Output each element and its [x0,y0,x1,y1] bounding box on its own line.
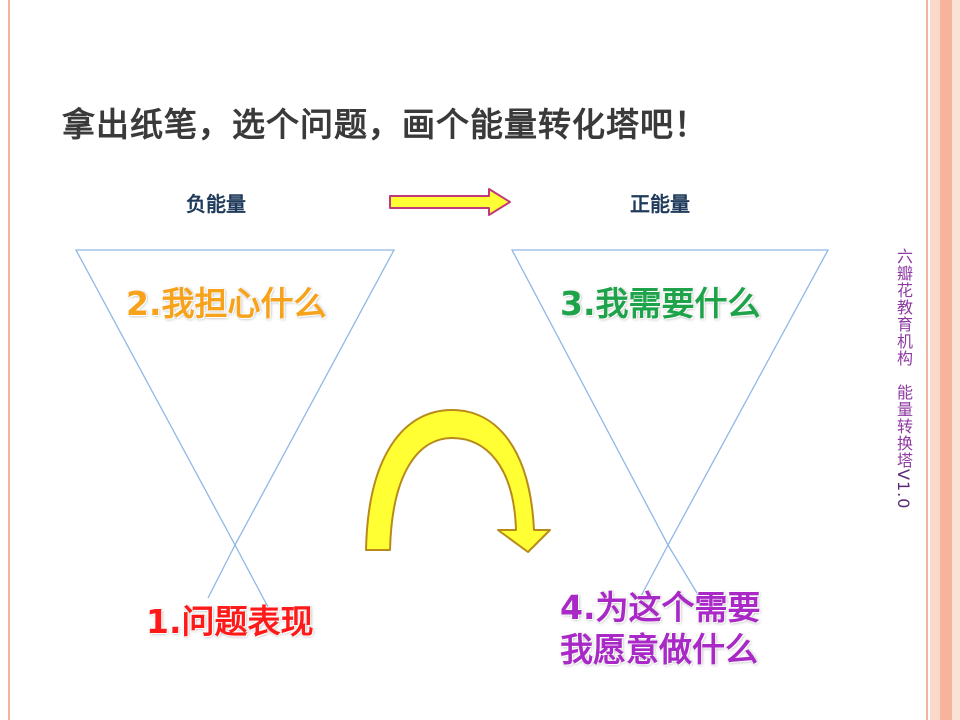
positive-triangle [510,249,830,547]
side-caption-main: 六瓣花教育机构 能量转换塔 [894,248,913,469]
step-4-action-line1: 4.为这个需要 [560,588,761,627]
step-3-need: 3.我需要什么 [560,284,761,323]
right-stripe-light [930,0,940,720]
negative-lower-line-a [234,544,269,608]
positive-lower-line-b [639,544,669,599]
negative-lower-line-b [207,544,236,599]
left-frame-line [8,0,10,720]
positive-energy-label: 正能量 [630,192,690,216]
step-2-worry: 2.我担心什么 [126,284,327,323]
side-caption-version: V1.0 [894,469,913,510]
right-frame-line [926,0,928,720]
right-arrow-icon [389,188,511,216]
right-stripe-main [940,0,952,720]
step-4-action-line2: 我愿意做什么 [560,630,758,669]
step-1-symptom: 1.问题表现 [146,602,314,641]
right-stripe-edge [952,0,960,720]
curved-arrow-icon [365,409,551,553]
slide-title: 拿出纸笔，选个问题，画个能量转化塔吧！ [62,105,708,144]
positive-lower-line-a [667,544,701,599]
side-caption: 六瓣花教育机构 能量转换塔V1.0 [891,248,915,509]
negative-energy-label: 负能量 [186,192,246,216]
negative-triangle [74,249,396,547]
